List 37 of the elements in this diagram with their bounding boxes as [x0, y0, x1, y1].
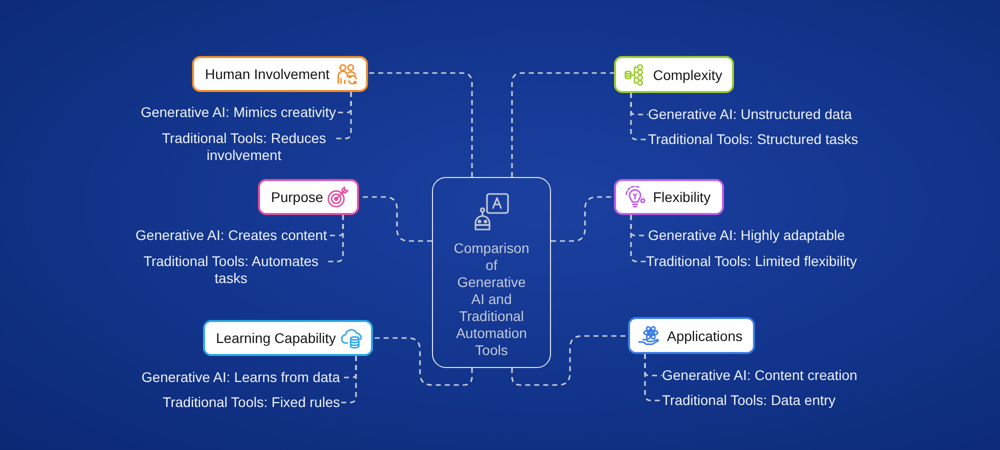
comparison-text: Generative AI: Mimics creativity — [140, 104, 336, 121]
topic-label: Purpose — [271, 189, 324, 205]
comparison-text: Traditional Tools: Limited flexibility — [646, 253, 857, 270]
topic-box — [258, 179, 359, 215]
comparison-text: Generative AI: Learns from data — [142, 369, 340, 386]
topic-label: Complexity — [653, 66, 722, 82]
comparison-text: Generative AI: Highly adaptable — [648, 227, 845, 244]
comparison-text: Traditional Tools: Data entry — [662, 392, 836, 409]
connector-line — [373, 337, 473, 386]
comparison-text: Traditional Tools: Fixed rules — [162, 394, 340, 411]
topic-box — [203, 320, 373, 356]
central-topic-box — [432, 177, 551, 368]
topic-box — [614, 179, 724, 215]
connector-line — [326, 215, 344, 262]
topic-label: Learning Capability — [216, 330, 336, 346]
comparison-text: Generative AI: Content creation — [662, 367, 858, 384]
connector-line — [340, 356, 357, 404]
connector-line — [511, 72, 614, 177]
connector-line — [368, 72, 473, 177]
connector-line — [511, 335, 628, 386]
connector-line — [644, 354, 662, 402]
central-topic-label: Comparison of Generative AI and Traditional Automation Tools — [452, 240, 530, 359]
comparison-text: Generative AI: Unstructured data — [648, 106, 852, 123]
comparison-text: Traditional Tools: Structured tasks — [648, 131, 858, 148]
topic-box — [614, 56, 734, 93]
comparison-text: Traditional Tools: Reduces involvement — [154, 130, 334, 164]
topic-box — [628, 317, 755, 354]
topic-box — [192, 56, 368, 92]
comparison-text: Traditional Tools: Automates tasks — [136, 253, 326, 287]
topic-label: Applications — [667, 328, 742, 344]
topic-label: Flexibility — [653, 189, 711, 205]
connector-line — [630, 93, 648, 140]
comparison-text: Generative AI: Creates content — [136, 227, 327, 244]
connector-line — [630, 215, 646, 262]
connector-line — [334, 92, 352, 140]
topic-label: Human Involvement — [205, 66, 330, 82]
connector-line — [551, 196, 614, 242]
